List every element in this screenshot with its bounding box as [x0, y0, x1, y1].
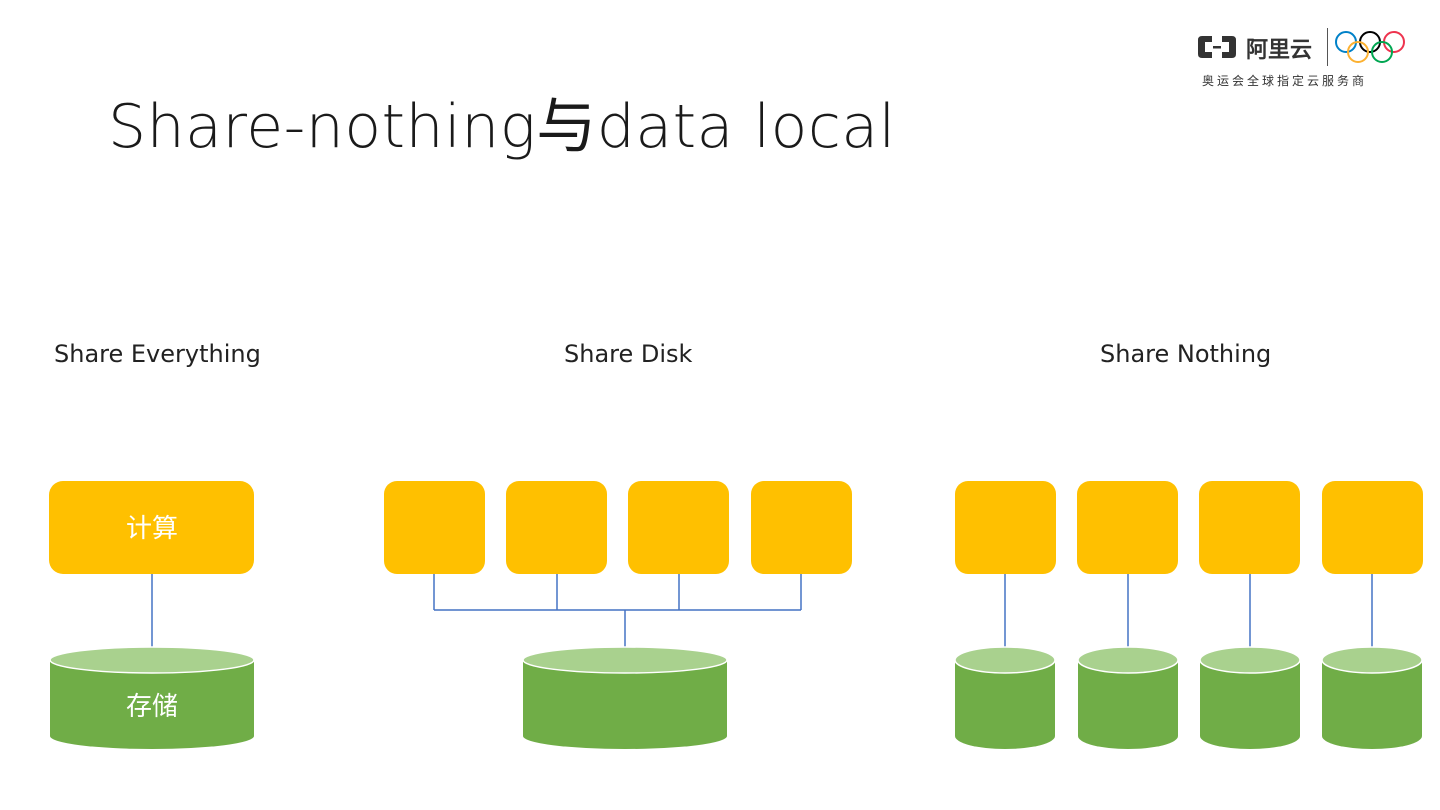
aliyun-logo: 阿里云 奥运会全球指定云服务商	[1196, 26, 1416, 96]
compute-node	[506, 481, 607, 574]
compute-node	[1199, 481, 1300, 574]
storage-cylinder	[1199, 646, 1301, 749]
compute-node	[955, 481, 1056, 574]
logo-subtitle: 奥运会全球指定云服务商	[1202, 74, 1368, 88]
slide-title: Share-nothing与data local	[108, 92, 896, 162]
storage-label: 存储	[126, 692, 178, 722]
logo-brand-text: 阿里云	[1246, 38, 1313, 63]
compute-node	[751, 481, 852, 574]
compute-node	[628, 481, 729, 574]
storage-cylinder	[1321, 646, 1423, 749]
compute-node	[49, 481, 254, 574]
storage-cylinder	[1077, 646, 1179, 749]
compute-node	[1322, 481, 1423, 574]
label-share-everything: Share Everything	[54, 340, 261, 368]
label-share-nothing: Share Nothing	[1100, 340, 1272, 368]
logo-divider	[1327, 28, 1328, 66]
share-disk-group	[384, 481, 852, 749]
storage-cylinder	[522, 646, 728, 749]
aliyun-bracket-icon	[1198, 36, 1236, 58]
compute-node	[384, 481, 485, 574]
olympic-rings-icon	[1335, 31, 1405, 63]
compute-node	[1077, 481, 1178, 574]
compute-label: 计算	[126, 514, 178, 544]
storage-cylinder	[49, 646, 255, 749]
share-everything-group: 计算 存储	[49, 481, 255, 749]
share-nothing-group	[954, 481, 1423, 749]
label-share-disk: Share Disk	[564, 340, 693, 368]
storage-cylinder	[954, 646, 1056, 749]
